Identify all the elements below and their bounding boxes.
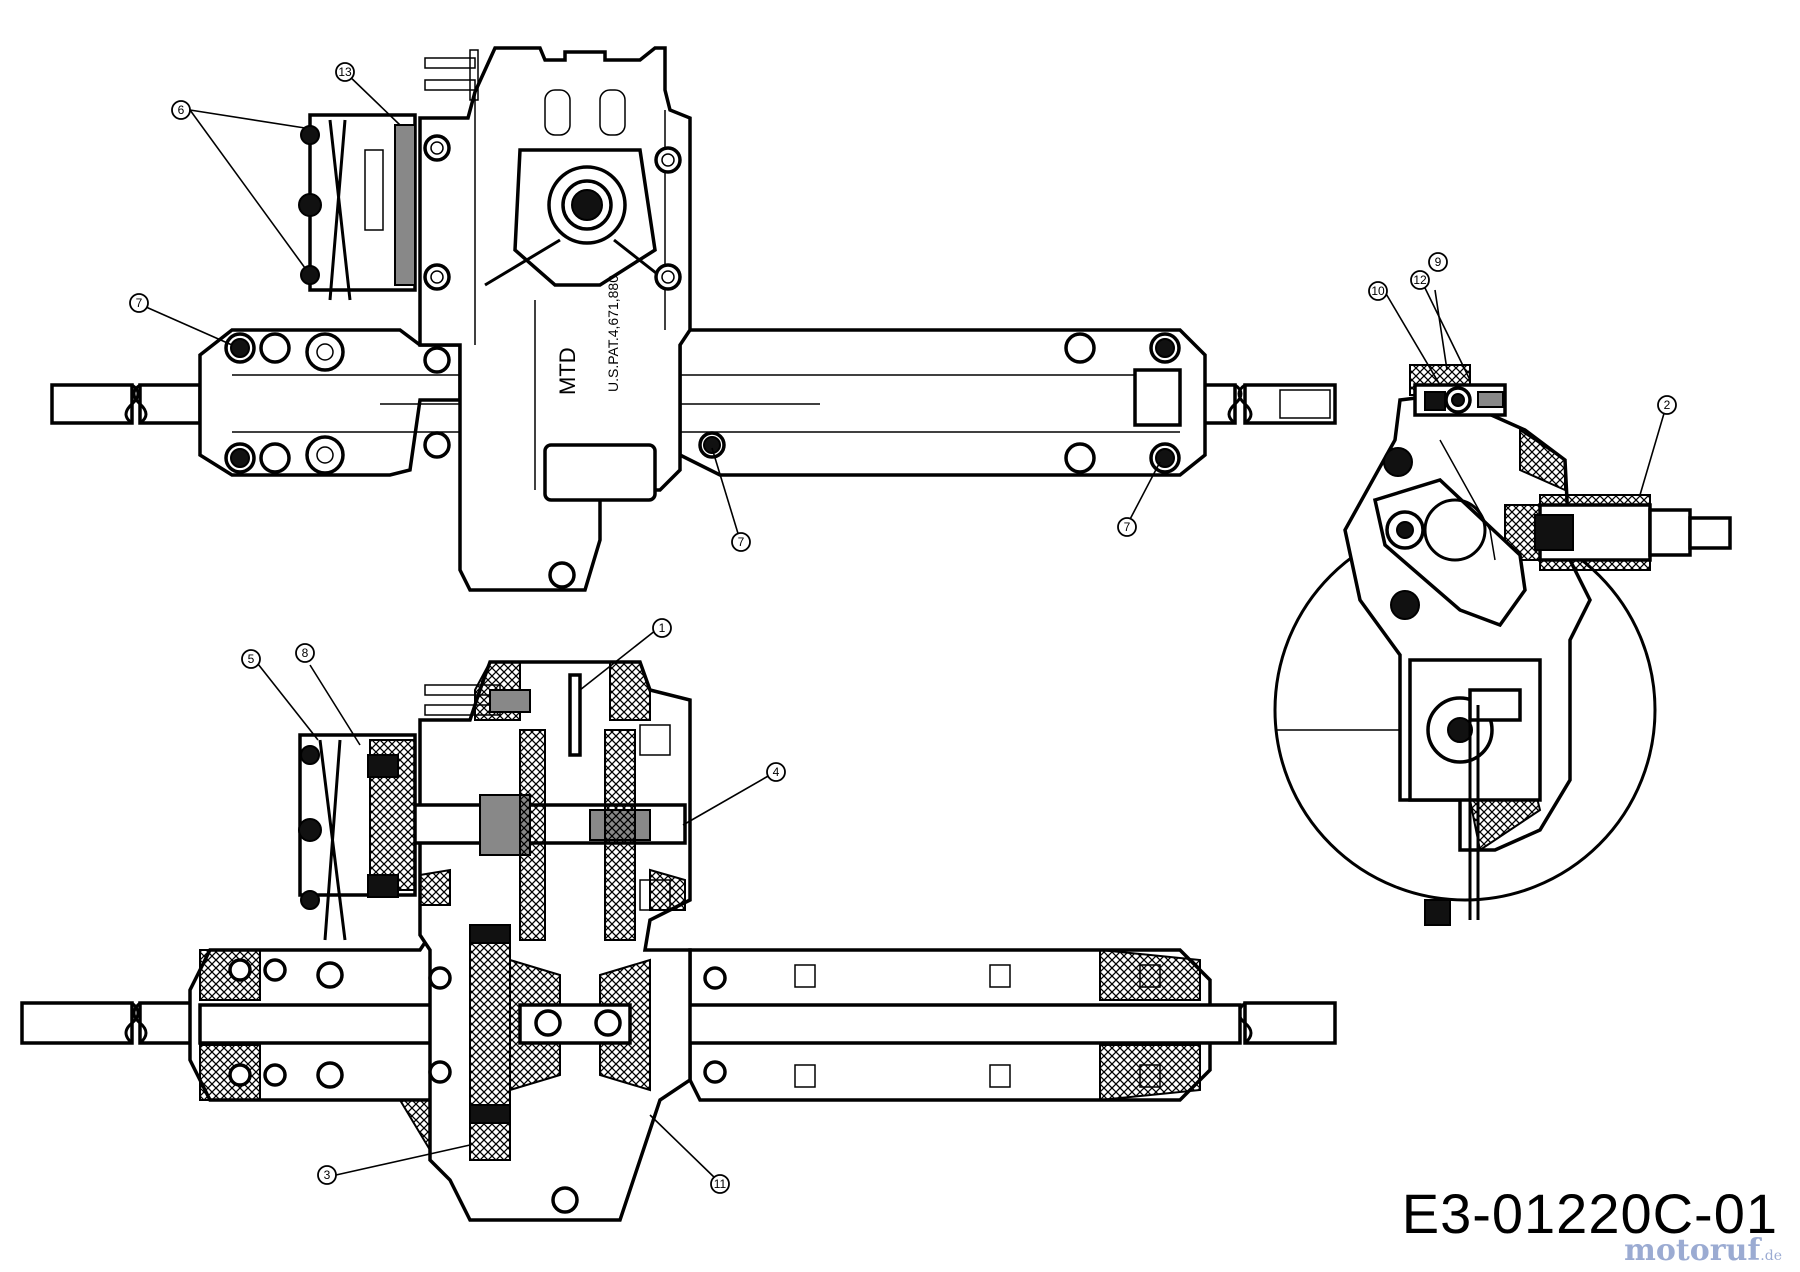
patent-number: U.S.PAT.4,671,880 <box>605 275 621 392</box>
svg-text:8: 8 <box>302 646 309 660</box>
bottom-axle-shaft <box>198 1003 1242 1045</box>
leader-lines <box>145 71 1666 1181</box>
bottom-shift-rods <box>424 673 582 757</box>
svg-text:7: 7 <box>136 296 143 310</box>
top-input-shaft-boss <box>484 89 666 287</box>
svg-text:6: 6 <box>178 103 185 117</box>
top-nameplate <box>543 443 657 502</box>
side-shift-lever <box>1372 439 1527 628</box>
side-lower-hub <box>1408 658 1542 926</box>
brand-mtd: MTD <box>555 347 580 395</box>
svg-text:5: 5 <box>248 652 255 666</box>
callout-9: 9 <box>1428 252 1448 272</box>
callout-8: 8 <box>295 643 315 663</box>
callout-1: 1 <box>652 618 672 638</box>
watermark-suffix: .de <box>1760 1248 1782 1264</box>
callout-4: 4 <box>766 762 786 782</box>
svg-text:12: 12 <box>1413 273 1427 287</box>
top-axle-housing <box>198 328 462 477</box>
motoruf-watermark: motoruf.de <box>1624 1233 1782 1268</box>
svg-text:7: 7 <box>738 535 745 549</box>
bottom-gearbox-body <box>418 660 692 1222</box>
svg-text:3: 3 <box>324 1168 331 1182</box>
top-shift-rods <box>424 49 479 101</box>
callout-5: 5 <box>241 649 261 669</box>
callout-6: 6 <box>171 100 191 120</box>
callout-12: 12 <box>1410 270 1430 290</box>
svg-text:4: 4 <box>773 765 780 779</box>
callout-11: 11 <box>710 1174 730 1194</box>
svg-text:11: 11 <box>714 1177 727 1191</box>
callout-13: 13 <box>335 62 355 82</box>
svg-text:7: 7 <box>1124 520 1131 534</box>
side-output-shaft <box>1504 494 1732 571</box>
bottom-gear-train <box>469 729 651 1161</box>
svg-text:13: 13 <box>338 65 352 79</box>
watermark-text: motoruf <box>1624 1233 1761 1268</box>
svg-text:9: 9 <box>1435 255 1442 269</box>
callout-7-right: 7 <box>1117 517 1137 537</box>
top-view-housing: MTD U.S.PAT.4,671,880 <box>50 46 1337 592</box>
side-view-housing <box>1273 364 1732 926</box>
bottom-view-cutaway <box>20 660 1337 1222</box>
callout-7-center: 7 <box>731 532 751 552</box>
callout-2: 2 <box>1657 395 1677 415</box>
bottom-right-axle-stub <box>1237 1001 1337 1045</box>
side-detent-assembly <box>1413 383 1507 417</box>
top-housing-bolts <box>224 134 1181 589</box>
svg-text:2: 2 <box>1664 398 1671 412</box>
svg-text:10: 10 <box>1371 284 1385 298</box>
callout-7-left: 7 <box>129 293 149 313</box>
bottom-left-axle-stub <box>20 1001 202 1045</box>
top-brake-assembly <box>298 113 417 301</box>
callout-3: 3 <box>317 1165 337 1185</box>
svg-text:1: 1 <box>659 621 666 635</box>
drawing-code: E3-01220C-01 <box>1401 1182 1778 1245</box>
callouts: 13 6 7 7 7 10 12 9 2 1 5 8 4 3 11 <box>129 62 1677 1194</box>
bottom-brake-assembly <box>298 733 417 941</box>
top-gearbox-body <box>418 46 692 592</box>
top-left-axle-stub <box>50 383 202 425</box>
bottom-housing-bolts <box>228 724 1161 1214</box>
callout-10: 10 <box>1368 281 1388 301</box>
